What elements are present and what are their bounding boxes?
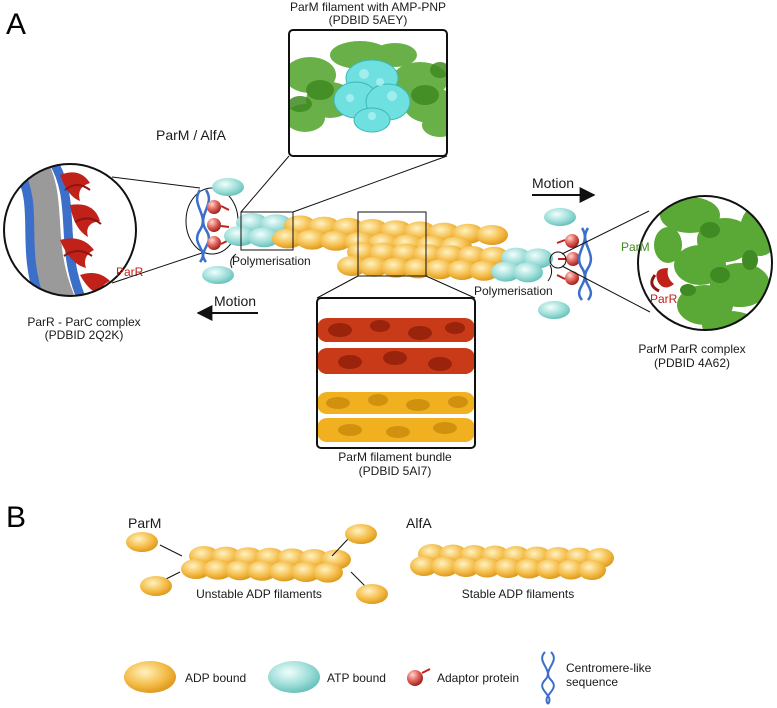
alfa-subunit	[536, 559, 564, 579]
left-adaptor-proteins	[207, 200, 230, 250]
legend-adp-swatch	[124, 661, 176, 693]
parm-subunit	[225, 560, 255, 581]
filament-box-middle	[357, 211, 427, 277]
filament-subunit	[476, 225, 508, 245]
right-atp-subunits	[538, 208, 576, 319]
alfa-stable-filament	[410, 544, 614, 580]
legend: ADP bound ATP bound Adaptor protein Cent…	[124, 651, 652, 705]
polymerisation-right-label: Polymerisation	[474, 284, 553, 298]
parm-detached-subunits	[126, 524, 388, 604]
bundle-caption-title: ParM filament bundle	[338, 450, 452, 464]
legend-dna-icon	[541, 651, 555, 705]
parm-subunit	[313, 562, 343, 583]
filament-subunit	[491, 261, 521, 282]
panel-b-parm-caption: Unstable ADP filaments	[196, 587, 322, 601]
filament-subunit	[272, 228, 304, 249]
filament-subunit	[337, 256, 367, 276]
alfa-subunit	[431, 556, 459, 577]
right-inset-structure	[638, 196, 772, 330]
parm-unstable-filament	[181, 546, 351, 583]
filament-subunit	[425, 259, 455, 280]
polymerisation-left-label: Polymerisation	[232, 254, 311, 268]
left-inset-structure	[4, 164, 136, 296]
filament-subunit	[224, 226, 256, 246]
alfa-subunit	[578, 560, 606, 580]
bundle-inset-frame	[316, 297, 476, 449]
top-inset-id: (PDBID 5AEY)	[329, 13, 408, 27]
legend-atp-swatch	[268, 661, 320, 693]
legend-adaptor-label: Adaptor protein	[437, 671, 519, 685]
filament-subunit	[296, 229, 328, 250]
motion-left-label: Motion	[214, 293, 256, 309]
filament-subunit	[248, 227, 280, 248]
panel-letter-b: B	[6, 501, 26, 534]
alfa-subunit	[410, 556, 438, 576]
left-caption-title: ParR - ParC complex	[27, 315, 140, 329]
parm-alfa-label: ParM / AlfA	[156, 127, 227, 143]
main-filament	[224, 213, 553, 283]
alfa-subunit	[473, 557, 501, 578]
alfa-subunit	[557, 559, 585, 580]
bundle-inset-structure	[317, 298, 475, 448]
top-inset-structure	[289, 30, 447, 156]
parm-subunit	[203, 559, 233, 580]
left-dna-icon	[195, 189, 211, 263]
filament-subunit	[320, 230, 352, 251]
alfa-subunit	[515, 558, 543, 579]
legend-atp-label: ATP bound	[327, 671, 386, 685]
top-inset-frame	[288, 29, 448, 157]
filament-subunit	[381, 257, 411, 278]
panel-b-parm-label: ParM	[128, 515, 161, 531]
right-adaptor-proteins	[556, 234, 580, 285]
parm-subunit	[247, 560, 277, 581]
legend-adaptor-swatch	[407, 670, 423, 686]
left-atp-subunits	[202, 178, 244, 284]
left-caption-id: (PDBID 2Q2K)	[45, 328, 124, 342]
panel-letter-a: A	[6, 8, 26, 41]
filament-box-left	[240, 211, 294, 251]
parm-subunit	[181, 559, 211, 579]
motion-right-label: Motion	[532, 175, 574, 191]
right-dna-icon	[577, 227, 593, 301]
parm-subunit	[291, 562, 321, 582]
legend-centromere-line2: sequence	[566, 675, 618, 689]
filament-subunit	[513, 262, 543, 283]
alfa-subunit	[494, 558, 522, 578]
filament-subunit	[469, 260, 499, 281]
alfa-subunit	[452, 557, 480, 577]
left-inset-frame	[3, 163, 137, 297]
panel-b-alfa-caption: Stable ADP filaments	[462, 587, 575, 601]
left-inset-parr-label: ParR	[116, 265, 144, 279]
right-caption-title: ParM ParR complex	[638, 342, 745, 356]
right-inset-frame	[637, 195, 773, 331]
top-inset-title: ParM filament with AMP-PNP	[290, 0, 446, 14]
legend-adp-label: ADP bound	[185, 671, 246, 685]
panel-b-alfa-label: AlfA	[406, 515, 432, 531]
right-caption-id: (PDBID 4A62)	[654, 356, 730, 370]
right-inset-parr-label: ParR	[650, 292, 678, 306]
filament-subunit	[359, 256, 389, 277]
bundle-caption-id: (PDBID 5AI7)	[359, 464, 432, 478]
right-anchor-circle	[549, 251, 567, 269]
parm-subunit	[269, 561, 299, 582]
right-inset-parm-label: ParM	[621, 240, 650, 254]
filament-subunit	[447, 260, 477, 280]
legend-centromere-line1: Centromere-like	[566, 661, 652, 675]
